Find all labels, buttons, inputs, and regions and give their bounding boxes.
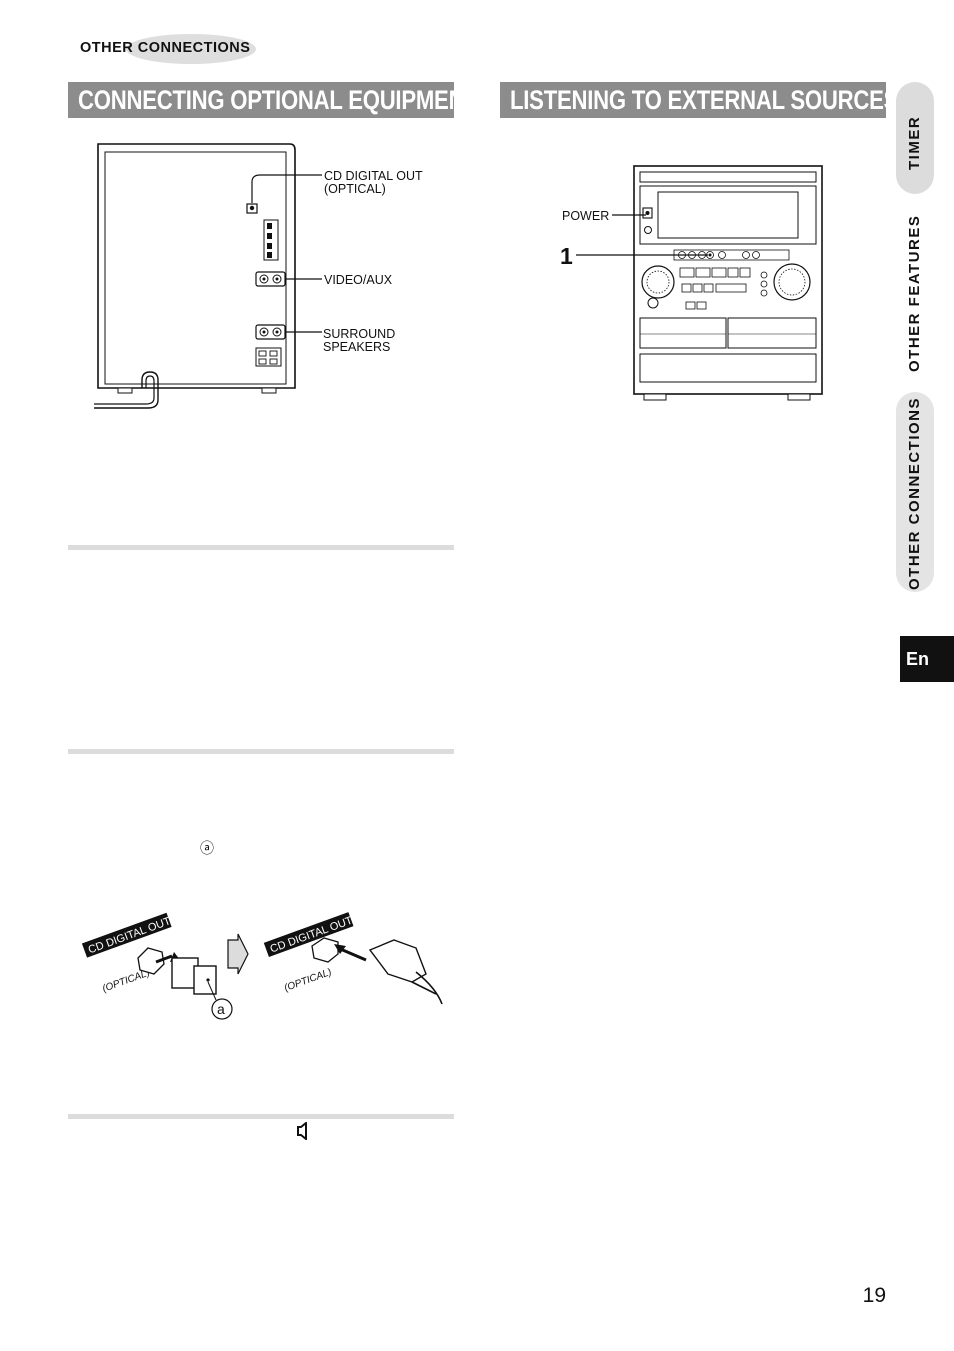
left-title: CONNECTING OPTIONAL EQUIPMENT [78, 85, 454, 115]
language-tab[interactable]: En [900, 636, 954, 682]
rear-panel-diagram: CD DIGITAL OUT (OPTICAL) VIDEO/AUX SURRO… [94, 143, 423, 409]
label-cd-digital-out: CD DIGITAL OUT [324, 169, 423, 183]
optical-plug-diagram: CD DIGITAL OUT (OPTICAL) a CD DIGITAL OU… [81, 912, 443, 1020]
section-kicker: OTHER CONNECTIONS [74, 34, 256, 64]
right-title: LISTENING TO EXTERNAL SOURCES [510, 85, 886, 115]
left-title-bar: CONNECTING OPTIONAL EQUIPMENT [68, 82, 454, 118]
speaker-icon [297, 1122, 307, 1140]
label-power: POWER [562, 209, 609, 223]
divider-rule-1 [68, 545, 454, 550]
plug-label-cd-out-1: CD DIGITAL OUT [87, 915, 173, 956]
stereo-front-diagram: POWER 1 [560, 165, 823, 401]
divider-rule-3 [68, 1114, 454, 1119]
tab-other-connections[interactable]: OTHER CONNECTIONS [906, 396, 923, 590]
divider-rule-2 [68, 749, 454, 754]
page-number: 19 [862, 1284, 886, 1307]
label-video-aux: VIDEO/AUX [324, 273, 393, 287]
callout-a-inline: ⓐ [200, 840, 214, 856]
label-speakers: SPEAKERS [323, 340, 390, 354]
section-kicker-text: OTHER CONNECTIONS [80, 40, 251, 56]
tab-oval-timer [896, 82, 934, 194]
label-optical: (OPTICAL) [324, 182, 386, 196]
step-1-label: 1 [560, 243, 573, 269]
tab-timer[interactable]: TIMER [906, 115, 923, 170]
label-surround: SURROUND [323, 327, 395, 341]
right-title-bar: LISTENING TO EXTERNAL SOURCES [500, 82, 886, 118]
plug-callout-a: a [217, 1001, 225, 1017]
tab-other-features[interactable]: OTHER FEATURES [906, 214, 923, 372]
plug-label-optical-2: (OPTICAL) [283, 967, 333, 994]
tab-oval-other-connections [896, 392, 934, 592]
